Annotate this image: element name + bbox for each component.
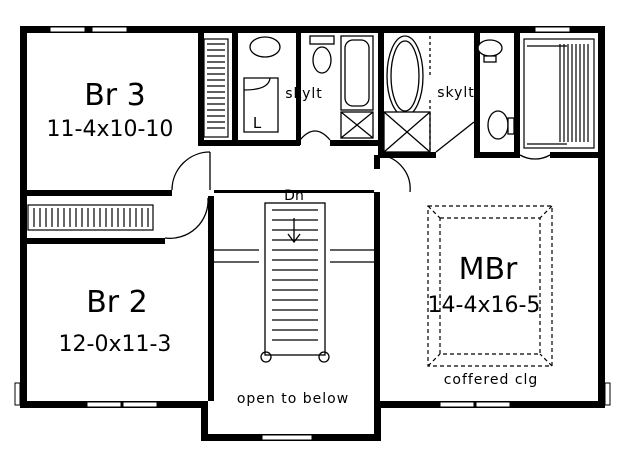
mbr-dims: 14-4x16-5 <box>428 293 541 318</box>
br2-name: Br 2 <box>86 285 148 320</box>
stair-direction-label: Dn <box>284 188 304 204</box>
br3-dims: 11-4x10-10 <box>47 117 174 142</box>
skylight-right-label: skylt <box>437 85 475 101</box>
left-bath-fixtures <box>243 35 374 139</box>
coffered-ceiling <box>427 205 553 367</box>
linen-label: L <box>253 114 262 132</box>
br3-name: Br 3 <box>84 78 146 113</box>
skylight-left-label: skylt <box>285 86 323 102</box>
interior-walls <box>20 33 598 401</box>
open-to-below-label: open to below <box>237 391 349 407</box>
mbr-note: coffered clg <box>444 372 539 388</box>
windows <box>14 26 611 441</box>
mbr-name: MBr <box>459 252 518 287</box>
closets <box>27 38 595 231</box>
br2-dims: 12-0x11-3 <box>59 332 172 357</box>
doors <box>164 121 551 239</box>
staircase <box>214 202 374 363</box>
right-bath-fixtures <box>296 35 515 153</box>
